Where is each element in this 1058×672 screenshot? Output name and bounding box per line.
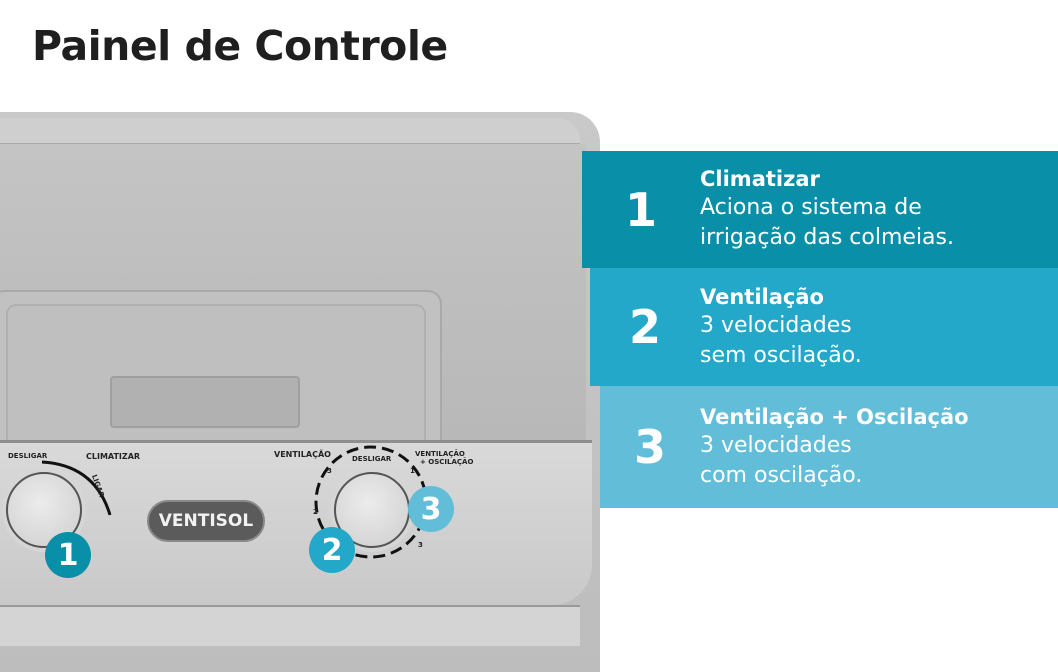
feature-title: Ventilação — [700, 284, 824, 309]
feature-title: Climatizar — [700, 167, 820, 191]
speed-2-left: 2 — [313, 508, 318, 516]
brand-logo: VENTISOL — [147, 500, 265, 542]
feature-desc-line1: 3 velocidades — [700, 312, 852, 338]
feature-desc-line2: irrigação das colmeias. — [700, 225, 954, 250]
knob2-right-label-2: + OSCILAÇÃO — [420, 458, 474, 466]
appliance-base — [0, 605, 580, 646]
dial-arcs — [41, 445, 428, 559]
speed-3-right: 3 — [418, 541, 423, 549]
feature-desc-line2: sem oscilação. — [700, 342, 862, 368]
badge-3: 3 — [408, 486, 454, 532]
feature-ventilacao-oscilacao: 3 Ventilação + Oscilação 3 velocidades c… — [600, 386, 1058, 508]
feature-number: 3 — [633, 420, 666, 474]
control-panel — [0, 440, 592, 605]
speed-3-left: 3 — [327, 467, 332, 475]
knob1-mode-label: CLIMATIZAR — [86, 452, 141, 461]
speed-1-right: 1 — [410, 467, 415, 475]
knob2-off-label: DESLIGAR — [352, 455, 392, 463]
badge-2: 2 — [309, 527, 355, 573]
feature-number: 2 — [628, 300, 661, 354]
feature-number: 1 — [624, 182, 657, 237]
badge-1: 1 — [45, 532, 91, 578]
feature-desc-line1: Aciona o sistema de — [700, 195, 922, 220]
feature-desc-line2: com oscilação. — [700, 462, 863, 488]
lid-top — [0, 118, 580, 144]
lid-handle — [110, 376, 300, 428]
knob2-right-label-1: VENTILAÇÃO — [415, 450, 465, 458]
page-title: Painel de Controle — [32, 22, 448, 70]
knob2-left-label: VENTILAÇÃO — [274, 450, 331, 459]
feature-ventilacao: 2 Ventilação 3 velocidades sem oscilação… — [590, 268, 1058, 386]
feature-desc-line1: 3 velocidades — [700, 432, 852, 458]
feature-climatizar: 1 Climatizar Aciona o sistema de irrigaç… — [582, 151, 1058, 268]
knob1-off-label: DESLIGAR — [8, 452, 48, 460]
feature-title: Ventilação + Oscilação — [700, 404, 969, 429]
